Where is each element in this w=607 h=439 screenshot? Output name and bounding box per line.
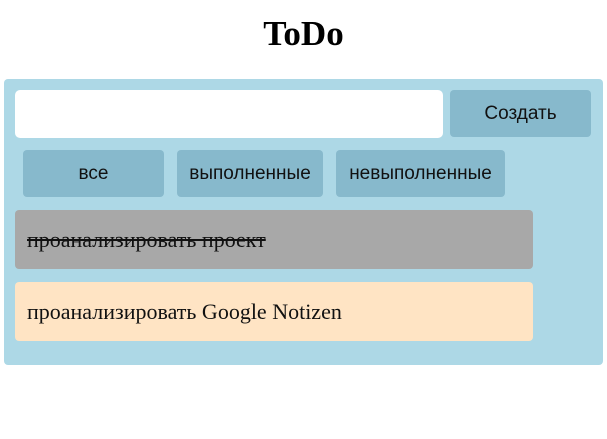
app-title: ToDo (263, 14, 344, 53)
task-input[interactable] (15, 90, 443, 138)
create-button[interactable]: Создать (450, 90, 591, 137)
task-item-completed[interactable]: проанализировать проект (15, 210, 533, 269)
filter-completed-button[interactable]: выполненные (177, 150, 323, 197)
filter-all-button[interactable]: все (23, 150, 164, 197)
todo-panel: Создать все выполненные невыполненные пр… (4, 79, 603, 365)
filter-uncompleted-button[interactable]: невыполненные (336, 150, 505, 197)
task-item[interactable]: проанализировать Google Notizen (15, 282, 533, 341)
